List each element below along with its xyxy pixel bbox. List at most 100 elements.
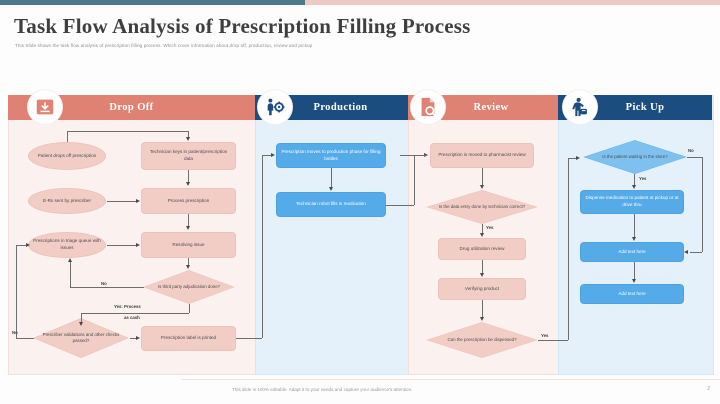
node-decision-can-be-dispensed[interactable]: Can the prescription be dispensed? [426,322,538,358]
arrowhead-icon [632,237,636,241]
connector-line [130,338,137,339]
lane-header-label-pick-up: Pick Up [625,102,665,113]
connector-line [538,340,568,341]
connector-line [70,287,144,288]
arrowhead-icon [68,258,72,262]
node-label: Prescription label is printed [160,335,217,341]
node-technician-keys-in-data[interactable]: Technician keys in patient/prescription … [141,142,236,170]
connector-line [107,245,137,246]
arrowhead-icon [186,226,190,230]
node-resolving-issue[interactable]: Resolving issue [141,232,236,258]
node-label: Dispense medication to patient at pickup… [585,195,679,207]
node-decision-third-party-adjudication[interactable]: Is third party adjudication done? [143,270,235,304]
node-label: Is the data entry done by technician cor… [438,203,526,209]
node-prescription-label-printed[interactable]: Prescription label is printed [141,326,236,351]
node-patient-drops-off[interactable]: Patient drops off prescription [28,142,106,170]
arrowhead-icon [271,152,275,157]
arrowhead-icon [329,187,333,191]
connector-line [81,313,82,323]
connector-line [67,131,68,142]
pickup-person-icon [563,90,597,124]
arrowhead-icon [79,322,83,326]
connector-line [702,157,703,252]
connector-line [189,304,190,313]
connector-line [386,205,414,206]
edge-label-no-checks: No [12,330,18,335]
edge-label-yes-waiting: Yes [639,176,647,181]
node-label: E-Rx sent by prescriber [43,197,91,203]
node-add-text-here-2[interactable]: Add text here [580,284,684,304]
arrowhead-icon [480,273,484,277]
worker-gear-icon [258,90,292,124]
arrowhead-icon [136,242,140,247]
node-label: Prescriptions in triage queue with issue… [33,238,101,250]
node-label: Add text here [618,248,646,254]
edge-label-yes-data-entry: Yes [486,225,494,230]
arrowhead-icon [684,249,688,254]
node-label: Technician robot fills in medication [296,201,366,207]
footer-note: This slide is 100% editable. Adapt it to… [232,387,413,392]
connector-line [188,258,189,265]
node-triage-queue-with-issues[interactable]: Prescriptions in triage queue with issue… [28,232,106,258]
arrowhead-icon [424,152,428,157]
connector-line [81,313,189,314]
connector-line [262,155,263,338]
connector-line [16,245,17,338]
node-process-prescription[interactable]: Process prescription [141,188,236,214]
connector-line [568,158,577,159]
arrowhead-icon [136,335,140,340]
connector-line [634,174,635,185]
lane-header-label-drop-off: Drop Off [109,102,154,113]
page-number: 2 [707,386,710,392]
node-label: Add text here [618,290,646,296]
node-verifying-product[interactable]: Verifying product [438,278,526,300]
connector-line [67,131,189,132]
footer-divider [182,379,720,380]
node-add-text-here-1[interactable]: Add text here [580,242,684,262]
node-label: Patient drops off prescription [37,152,97,158]
node-decision-prescriber-validations[interactable]: Prescriber validations and other checks … [33,318,129,358]
node-technician-robot-fills-medication[interactable]: Technician robot fills in medication [276,192,386,217]
arrowhead-icon [632,279,636,283]
node-label: Prescriber validations and other checks … [42,331,120,343]
node-moved-to-pharmacist-review[interactable]: Prescription is moved to pharmacist revi… [430,143,534,168]
node-label: Can the prescription be dispensed? [447,336,517,342]
connector-line [414,155,426,156]
connector-line [634,214,635,237]
connector-line [634,262,635,279]
node-prescription-moves-to-production[interactable]: Prescription moves to production phase f… [276,143,386,168]
node-decision-patient-waiting[interactable]: Is the patient waiting in the store? [583,140,687,174]
node-label: Process prescription [167,197,210,203]
node-label: Is the patient waiting in the store? [602,153,668,159]
connector-line [690,252,702,253]
connector-line [482,300,483,317]
connector-line [16,245,27,246]
node-decision-data-entry-correct[interactable]: Is the data entry done by technician cor… [426,190,538,224]
document-search-icon [411,90,445,124]
arrowhead-icon [26,242,30,247]
arrowhead-icon [480,233,484,237]
connector-line [400,155,414,156]
arrowhead-icon [480,185,484,189]
node-label: Prescription moves to production phase f… [281,148,381,161]
page-title: Task Flow Analysis of Prescription Filli… [14,14,471,38]
connector-line [482,260,483,273]
connector-line [568,158,569,340]
accent-segment-pink [305,0,720,5]
edge-label-no-waiting: No [688,148,694,153]
edge-label-no-adjudication: No [101,281,107,286]
diamond-shape [426,322,538,358]
node-drug-utilization-review[interactable]: Drug utilization review [438,238,526,260]
lane-header-label-review: Review [473,102,509,113]
node-label: Technician keys in patient/prescription … [149,149,228,161]
node-erx-sent-by-prescriber[interactable]: E-Rx sent by prescriber [28,188,106,214]
arrowhead-icon [186,182,190,186]
lane-panel-pick-up [558,95,714,375]
diamond-shape [33,318,129,358]
page-subtitle: This Slide shows the task flow analysis … [15,43,313,48]
lane-panel-production [255,95,410,375]
diamond-shape [426,190,538,224]
node-dispense-medication-to-patient[interactable]: Dispense medication to patient at pickup… [580,190,684,214]
connector-line [188,170,189,182]
connector-line [236,338,262,339]
